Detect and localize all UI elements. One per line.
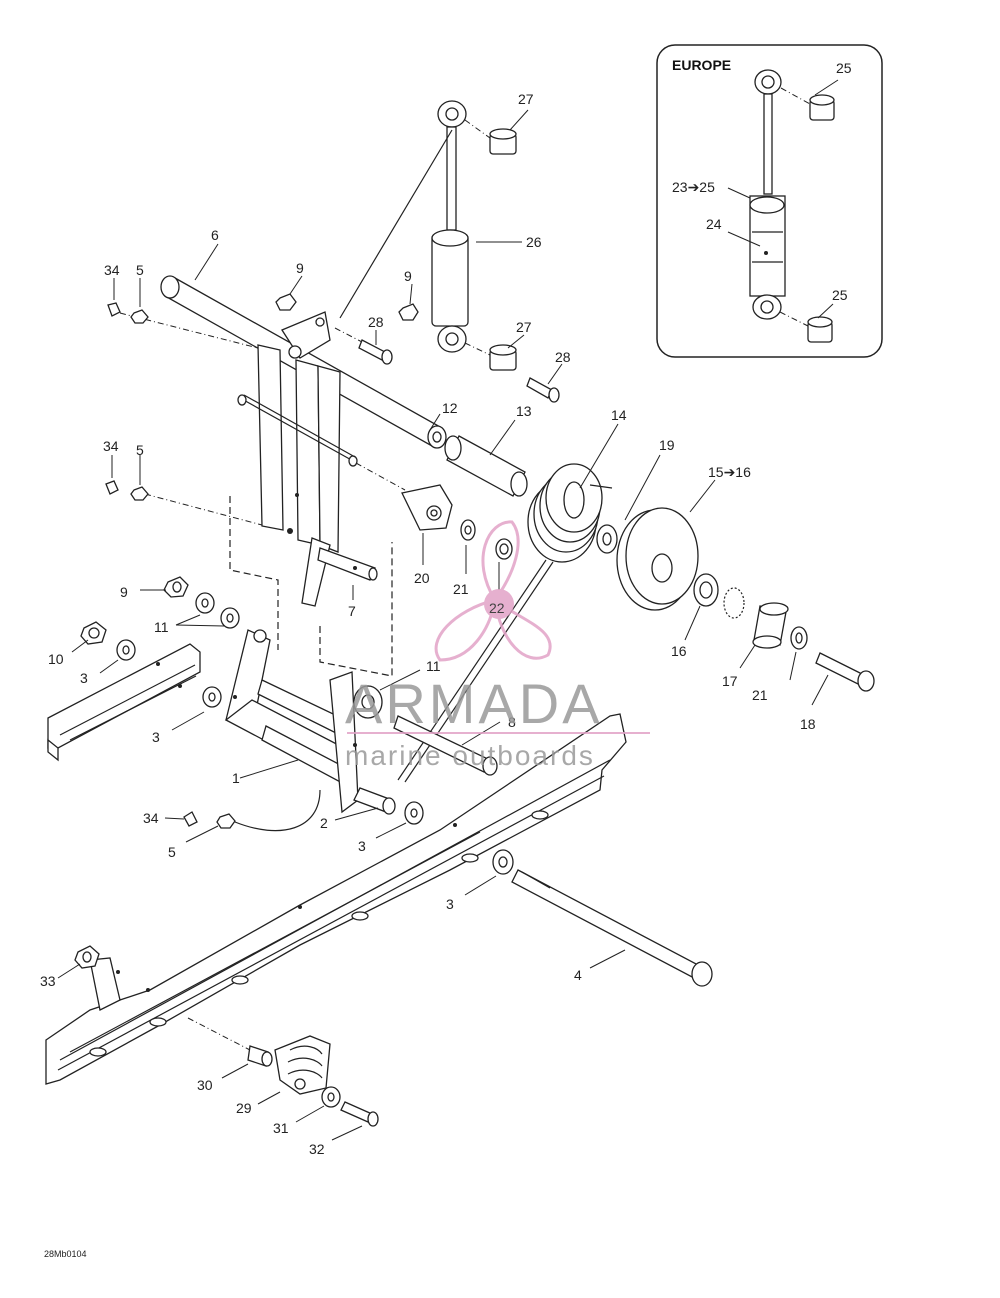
europe-inset: EUROPE 25 25 23➔25 [656,44,883,358]
watermark-sub: marine outboards [345,740,595,771]
callout-22: 22 [489,600,505,616]
callout-8: 8 [508,714,516,730]
nut-9-left [163,576,189,598]
washer-21-mid [460,519,476,541]
inset-bushing-upper [780,87,835,121]
callout-11-left: 11 [154,619,169,635]
wheel-15 [616,507,699,611]
front-arm-1 [224,629,359,814]
stopper-29 [274,1035,331,1095]
spacer-13 [444,435,528,497]
callout-9-upper: 9 [296,260,304,276]
main-rail [45,713,627,1085]
callout-27-upper: 27 [518,91,534,107]
callout-5-lower: 5 [168,844,176,860]
washer-19 [596,524,618,554]
callout-3-center: 3 [358,838,366,854]
bolt-8 [393,715,498,776]
shaft-2 [353,787,396,815]
drawing-code: 28Mb0104 [44,1249,87,1259]
washers-11-left [195,592,240,629]
propeller-logo [434,520,552,662]
callout-3-mid: 3 [152,729,160,745]
callout-9-left: 9 [120,584,128,600]
callout-5-mid: 5 [136,442,144,458]
callout-34-lower: 34 [143,810,159,826]
lever-7 [301,537,378,607]
callout-6: 6 [211,227,219,243]
callout-14: 14 [611,407,627,423]
callout-21-right: 21 [752,687,768,703]
callout-20: 20 [414,570,430,586]
callout-10: 10 [48,651,64,667]
spacer-30 [247,1045,273,1067]
inset-shock-absorber [749,69,786,320]
callout-25-lower: 25 [832,287,848,303]
fasteners-34-5-upper [107,278,149,324]
bolt-18 [815,652,875,692]
callout-3-left: 3 [80,670,88,686]
callout-26: 26 [526,234,542,250]
spring-clip-22 [495,538,513,560]
callout-15-16: 15➔16 [708,464,751,480]
callout-23-25: 23➔25 [672,179,715,195]
washer-21-right [790,626,808,650]
callout-33: 33 [40,973,56,989]
callout-25-upper: 25 [836,60,852,76]
callout-21-mid: 21 [453,581,469,597]
callout-27-lower: 27 [516,319,532,335]
washers-3 [116,639,514,875]
callout-1: 1 [232,770,240,786]
fasteners-34-5-mid [105,455,149,501]
bolt-28-upper [334,327,393,365]
nut-9-upper [275,293,419,321]
inset-title: EUROPE [672,57,731,73]
callout-28-upper: 28 [368,314,384,330]
washer-11-right [353,685,383,719]
watermark-brand: ARMADA [345,672,603,735]
shock-absorber [431,100,469,353]
callout-28-lower: 28 [555,349,571,365]
callout-29: 29 [236,1100,252,1116]
left-rail [47,643,201,762]
callout-5-upper: 5 [136,262,144,278]
callout-11-right: 11 [426,658,441,674]
callout-24: 24 [706,216,722,232]
callout-13: 13 [516,403,532,419]
armada-watermark: 22 ARMADA marine outboards [345,520,650,771]
bracket-20 [401,484,453,531]
bushing-27-upper [464,119,517,155]
spacer-17 [752,602,789,649]
callout-34-mid: 34 [103,438,119,454]
callout-12: 12 [442,400,458,416]
callout-31: 31 [273,1120,289,1136]
fasteners-34-5-lower [183,789,321,832]
screw-32 [340,1101,379,1127]
callout-16: 16 [671,643,687,659]
callout-32: 32 [309,1141,325,1157]
callout-17: 17 [722,673,738,689]
callout-4: 4 [574,967,582,983]
callout-34-upper: 34 [104,262,120,278]
upper-arm-frame [237,311,358,553]
circlip [723,587,745,619]
nut-10 [80,621,107,645]
callout-2: 2 [320,815,328,831]
callout-9-mid: 9 [404,268,412,284]
bolt-28-lower [526,377,560,403]
callout-30: 30 [197,1077,213,1093]
callout-3-right: 3 [446,896,454,912]
bearing-16 [693,573,719,607]
callout-7: 7 [348,603,356,619]
inset-bushing-lower [779,311,833,343]
callout-19: 19 [659,437,675,453]
nut-33 [74,945,100,969]
callout-18: 18 [800,716,816,732]
torsion-spring-14 [397,463,613,783]
washer-31 [321,1086,341,1108]
axle-bolt-4 [511,869,713,987]
bushing-27-lower [464,342,517,371]
